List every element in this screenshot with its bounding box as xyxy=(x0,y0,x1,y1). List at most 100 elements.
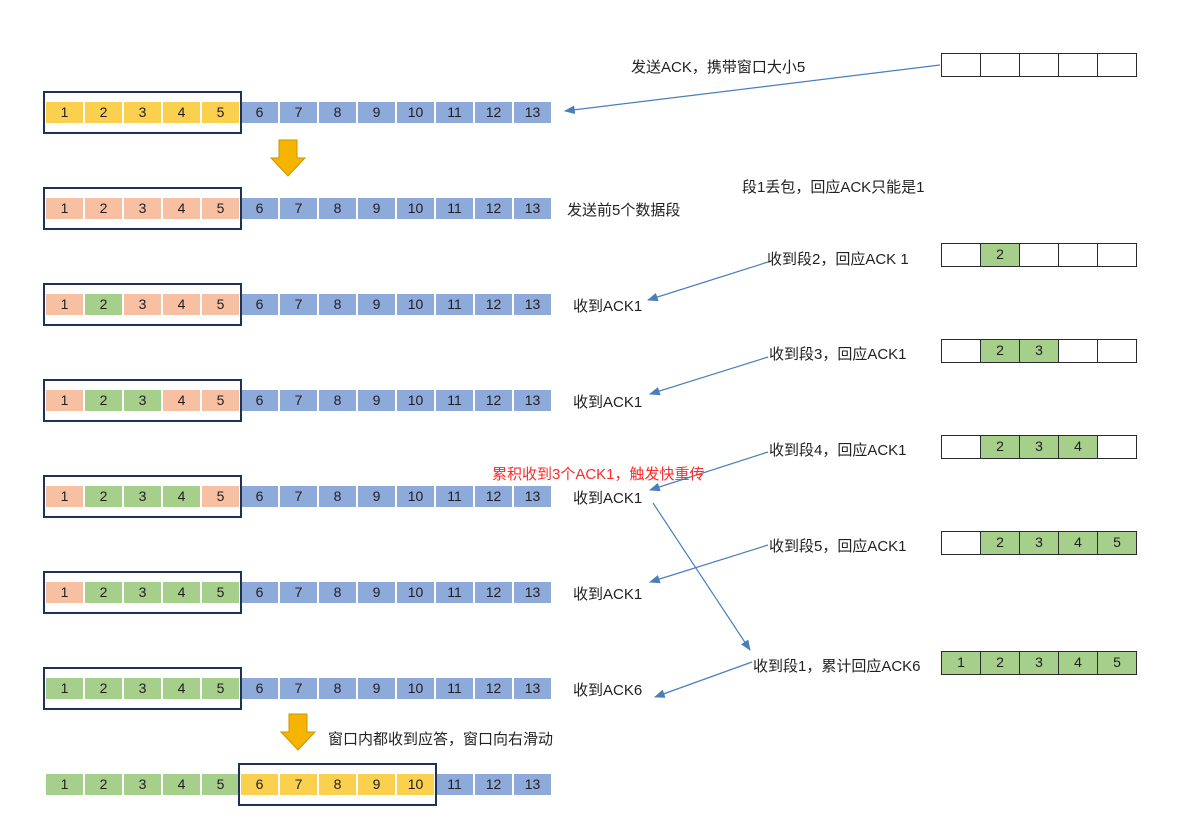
receive-buffer-cell xyxy=(980,53,1020,77)
segment-cell: 3 xyxy=(123,293,162,316)
segment-cell: 6 xyxy=(240,677,279,700)
segment-cell: 3 xyxy=(123,485,162,508)
segment-cell: 12 xyxy=(474,485,513,508)
receive-buffer-cell xyxy=(941,435,981,459)
segment-cell: 3 xyxy=(123,773,162,796)
sender-label-2: 收到ACK1 xyxy=(573,298,643,315)
segment-cell: 13 xyxy=(513,197,552,220)
receiver-label-1: 收到段2，回应ACK 1 xyxy=(767,251,909,268)
segment-cell: 11 xyxy=(435,389,474,412)
segment-cell: 3 xyxy=(123,581,162,604)
segment-cell: 9 xyxy=(357,293,396,316)
segment-cell: 1 xyxy=(45,293,84,316)
segment-cell: 8 xyxy=(318,197,357,220)
slide-note: 窗口内都收到应答，窗口向右滑动 xyxy=(328,731,554,748)
sender-label-1: 发送前5个数据段 xyxy=(567,202,681,219)
segment-cell: 9 xyxy=(357,581,396,604)
send-window-frame xyxy=(43,187,242,230)
receive-buffer-cell xyxy=(1058,53,1098,77)
segment-cell: 9 xyxy=(357,389,396,412)
receive-buffer-cell: 3 xyxy=(1019,339,1059,363)
segment-cell: 9 xyxy=(357,101,396,124)
receive-buffer-cell: 4 xyxy=(1058,435,1098,459)
segment-cell: 5 xyxy=(201,389,240,412)
segment-cell: 4 xyxy=(162,101,201,124)
segment-cell: 7 xyxy=(279,197,318,220)
receive-buffer-cell: 4 xyxy=(1058,531,1098,555)
segment-cell: 12 xyxy=(474,197,513,220)
sender-label-5: 收到ACK1 xyxy=(573,586,643,603)
receive-buffer-cell xyxy=(941,243,981,267)
segment-cell: 4 xyxy=(162,485,201,508)
segment-cell: 1 xyxy=(45,101,84,124)
segment-cell: 13 xyxy=(513,581,552,604)
receiver-window xyxy=(941,53,1137,77)
segment-cell: 6 xyxy=(240,101,279,124)
segment-cell: 5 xyxy=(201,293,240,316)
segment-cell: 1 xyxy=(45,581,84,604)
segment-cell: 2 xyxy=(84,581,123,604)
segment-cell: 2 xyxy=(84,773,123,796)
segment-cell: 12 xyxy=(474,581,513,604)
arrow-ack1-seg3 xyxy=(648,356,769,396)
segment-cell: 7 xyxy=(279,677,318,700)
segment-cell: 7 xyxy=(279,485,318,508)
segment-cell: 4 xyxy=(162,677,201,700)
segment-cell: 3 xyxy=(123,197,162,220)
segment-cell: 5 xyxy=(201,773,240,796)
segment-cell: 7 xyxy=(279,389,318,412)
segment-cell: 6 xyxy=(240,581,279,604)
segment-cell: 13 xyxy=(513,101,552,124)
segment-cell: 13 xyxy=(513,389,552,412)
receive-buffer-cell xyxy=(1058,339,1098,363)
segment-cell: 7 xyxy=(279,581,318,604)
receive-buffer-cell: 2 xyxy=(980,531,1020,555)
segment-cell: 10 xyxy=(396,581,435,604)
segment-cell: 9 xyxy=(357,197,396,220)
arrow-retransmit-seg1 xyxy=(652,502,751,651)
receive-buffer-cell: 3 xyxy=(1019,531,1059,555)
segment-cell: 4 xyxy=(162,581,201,604)
sender-label-3: 收到ACK1 xyxy=(573,394,643,411)
sender-label-6: 收到ACK6 xyxy=(573,682,643,699)
send-window-frame xyxy=(43,91,242,134)
send-window-frame xyxy=(238,763,437,806)
receive-buffer-cell xyxy=(1097,435,1137,459)
segment-cell: 10 xyxy=(396,197,435,220)
arrow-ack-window-5 xyxy=(563,64,941,115)
send-window-frame xyxy=(43,283,242,326)
segment-cell: 11 xyxy=(435,581,474,604)
segment-cell: 13 xyxy=(513,773,552,796)
fast-retransmit-note: 累积收到3个ACK1，触发快重传 xyxy=(492,466,705,483)
segment-cell: 1 xyxy=(45,389,84,412)
segment-cell: 4 xyxy=(162,293,201,316)
segment-cell: 12 xyxy=(474,773,513,796)
receive-buffer-cell: 5 xyxy=(1097,651,1137,675)
segment-cell: 8 xyxy=(318,293,357,316)
segment-cell: 11 xyxy=(435,773,474,796)
segment-cell: 7 xyxy=(279,101,318,124)
segment-cell: 10 xyxy=(396,485,435,508)
segment-cell: 10 xyxy=(396,293,435,316)
arrow-ack1-seg5 xyxy=(648,544,769,584)
segment-cell: 2 xyxy=(84,197,123,220)
segment-cell: 11 xyxy=(435,293,474,316)
receive-buffer-cell xyxy=(941,53,981,77)
receive-buffer-cell: 2 xyxy=(980,339,1020,363)
segment-cell: 3 xyxy=(123,101,162,124)
segment-cell: 8 xyxy=(318,389,357,412)
loss-note: 段1丢包，回应ACK只能是1 xyxy=(742,179,925,196)
segment-cell: 8 xyxy=(318,677,357,700)
receiver-label-5: 收到段1，累计回应ACK6 xyxy=(753,658,921,675)
receive-buffer-cell xyxy=(1097,339,1137,363)
segment-cell: 3 xyxy=(123,677,162,700)
